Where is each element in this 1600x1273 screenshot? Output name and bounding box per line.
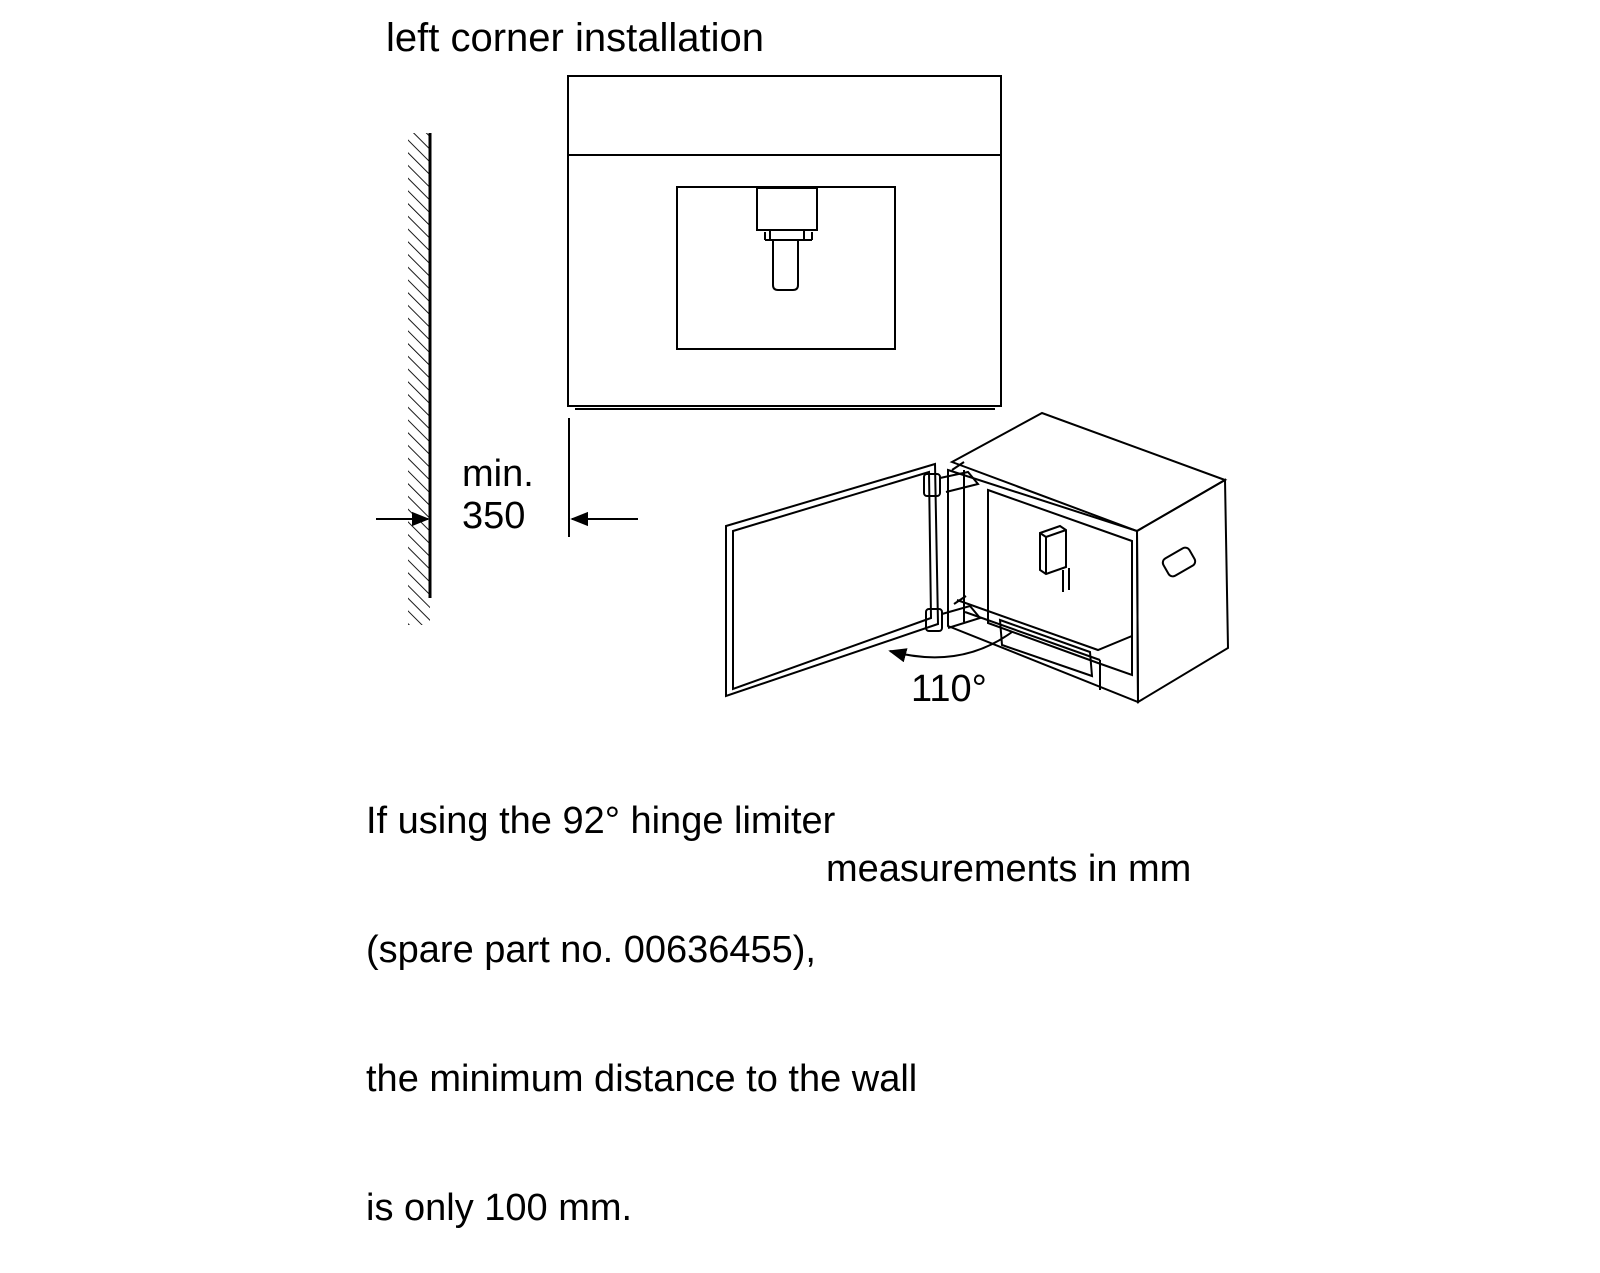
- cabinet-isometric: [947, 411, 1230, 704]
- clearance-value: 350: [462, 495, 526, 537]
- door-swing-arrow: [888, 631, 1013, 663]
- appliance-front-view: [567, 75, 1002, 410]
- lower-hinge: [925, 595, 982, 632]
- note-line: is only 100 mm.: [366, 1187, 633, 1229]
- units-label: measurements in mm: [826, 848, 1192, 890]
- installation-diagram: [376, 75, 1230, 704]
- dispenser-window: [676, 186, 896, 350]
- upper-hinge: [923, 461, 980, 497]
- diagram-title: left corner installation: [386, 16, 764, 60]
- note-line: If using the 92° hinge limiter: [366, 800, 836, 842]
- clearance-dimension: [376, 418, 638, 537]
- open-door: [725, 461, 982, 698]
- door-angle-label: 110°: [911, 668, 987, 710]
- note-line: (spare part no. 00636455),: [366, 929, 816, 971]
- note-line: the minimum distance to the wall: [366, 1058, 918, 1100]
- side-handle-recess: [1161, 546, 1197, 578]
- brew-unit: [1039, 524, 1070, 592]
- clearance-label: min.: [462, 453, 534, 495]
- hinge-limiter-note: If using the 92° hinge limiter (spare pa…: [366, 714, 917, 1273]
- wall: [408, 133, 432, 625]
- coffee-spout: [756, 187, 818, 231]
